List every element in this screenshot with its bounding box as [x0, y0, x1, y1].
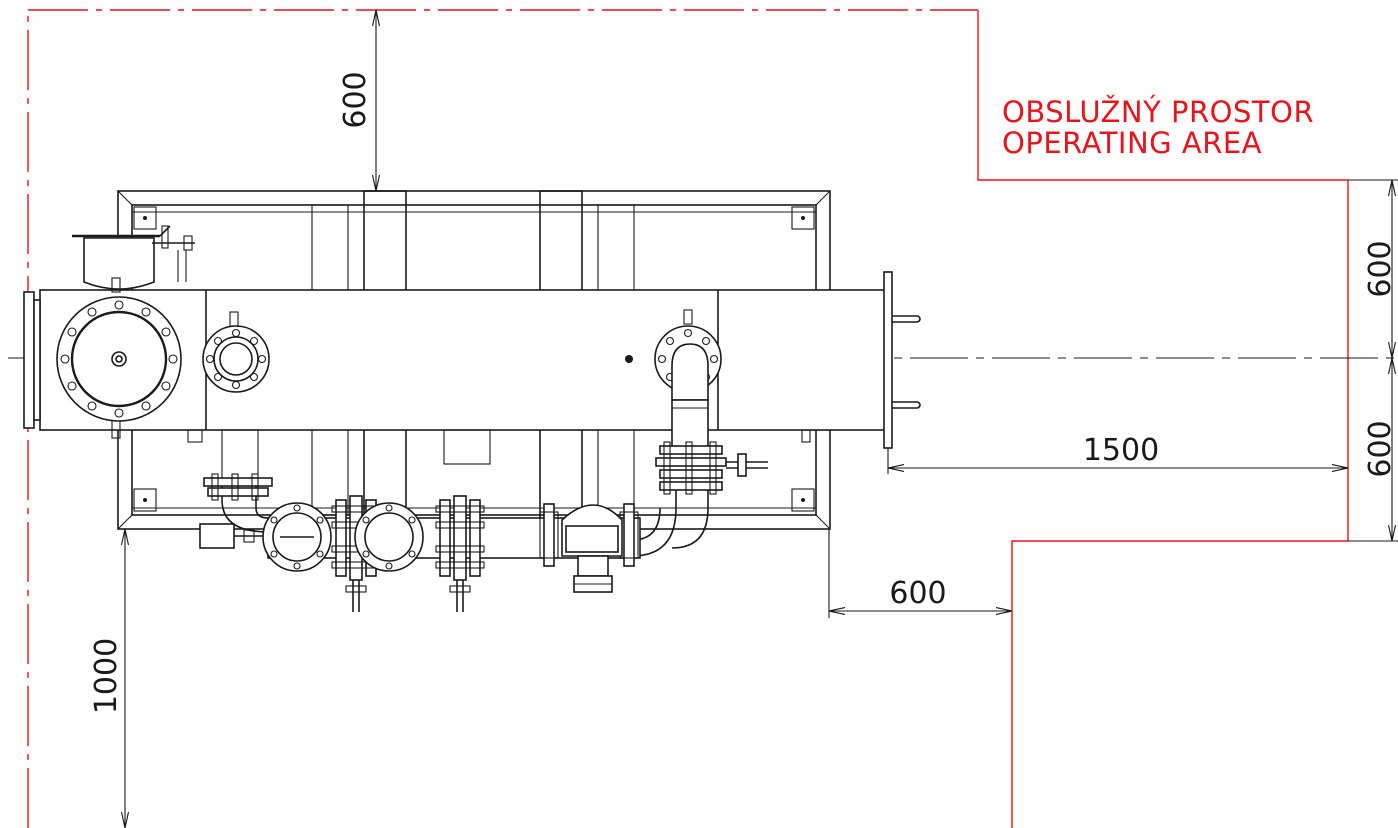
dim-horizontal-bottom: 600	[889, 576, 946, 611]
pressure-regulator	[561, 504, 623, 593]
dim-right-lower: 600	[1363, 420, 1398, 477]
dim-top-clearance: 600	[338, 71, 373, 128]
operating-area-label: OBSLUŽNÝ PROSTOR OPERATING AREA	[1002, 97, 1314, 159]
operating-area-label-cz: OBSLUŽNÝ PROSTOR	[1002, 95, 1315, 129]
gate-valve-2	[435, 495, 485, 612]
operating-area-label-en: OPERATING AREA	[1002, 126, 1262, 160]
dimension-lines	[125, 10, 1398, 828]
operating-area-boundary	[27, 9, 1349, 828]
outlet-elbow	[628, 309, 768, 557]
side-nozzle-flange	[202, 311, 270, 393]
dim-horizontal-right: 1500	[1083, 433, 1159, 468]
dim-left-clearance: 1000	[89, 638, 124, 714]
dim-right-upper: 600	[1363, 240, 1398, 297]
bottom-pipe-train	[199, 473, 641, 612]
left-inlet-nozzle	[56, 225, 195, 439]
